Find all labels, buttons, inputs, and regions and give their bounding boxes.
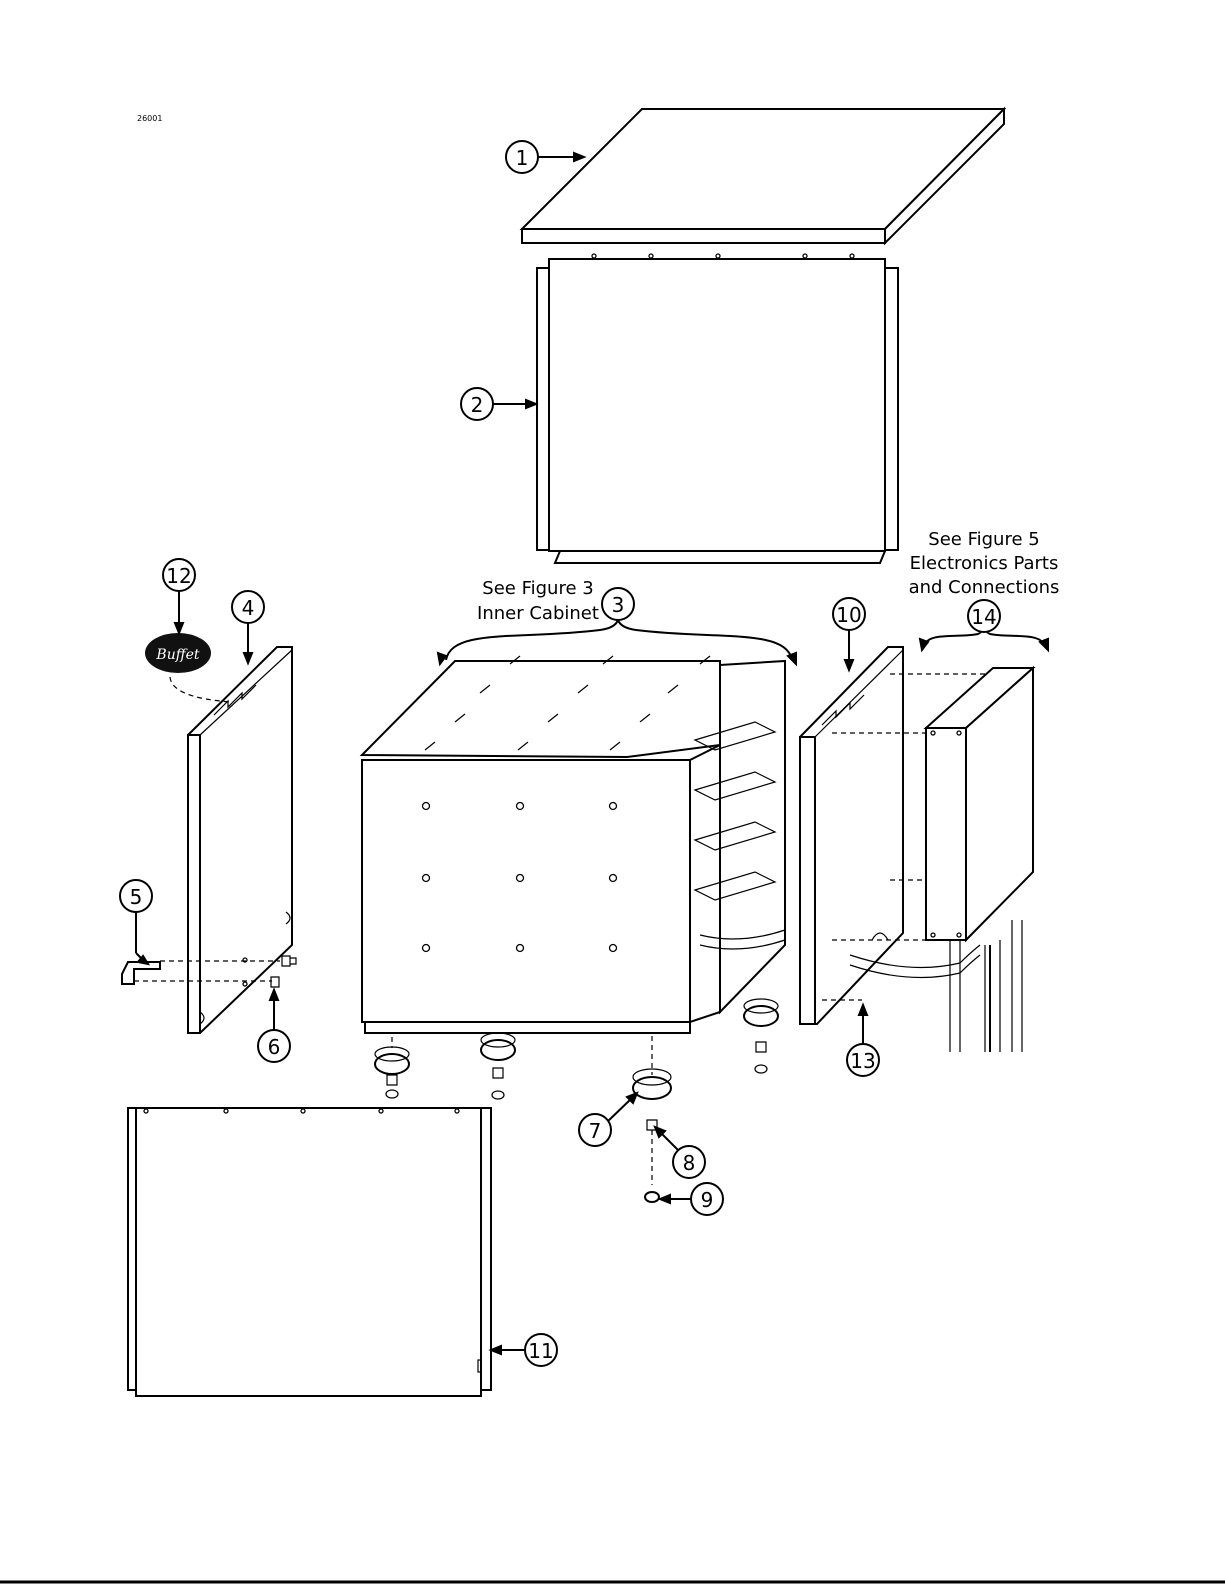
part-4-left-panel <box>188 647 292 1033</box>
callout-5: 5 <box>120 880 152 912</box>
svg-text:6: 6 <box>268 1035 281 1059</box>
svg-text:9: 9 <box>701 1188 714 1212</box>
part-1-top-lid <box>522 109 1004 243</box>
callout-1: 1 <box>506 141 538 173</box>
svg-text:4: 4 <box>242 596 255 620</box>
foot-right <box>744 999 778 1073</box>
svg-text:See Figure 5: See Figure 5 <box>928 529 1039 550</box>
svg-text:2: 2 <box>471 393 484 417</box>
svg-text:10: 10 <box>836 603 861 627</box>
callout-11: 11 <box>525 1334 557 1366</box>
note-electronics: See Figure 5 Electronics Parts and Conne… <box>909 529 1060 598</box>
part-11-front-door <box>128 1108 491 1396</box>
callout-3: 3 <box>602 588 634 620</box>
svg-text:See Figure 3: See Figure 3 <box>482 578 593 599</box>
logo-text: Buffet <box>155 647 200 663</box>
callout-14: 14 <box>968 600 1000 632</box>
foot-left <box>375 1037 409 1098</box>
part-2-back-panel <box>537 254 898 563</box>
callout-2: 2 <box>461 388 493 420</box>
svg-text:12: 12 <box>166 564 191 588</box>
callout-4: 4 <box>232 591 264 623</box>
foot-middle <box>481 1033 515 1099</box>
svg-text:1: 1 <box>516 146 529 170</box>
part-12-logo-badge: Buffet <box>145 633 232 702</box>
part-9-cap <box>645 1192 659 1202</box>
svg-text:and Connections: and Connections <box>909 577 1060 598</box>
svg-text:7: 7 <box>589 1119 602 1143</box>
note-inner-cabinet: See Figure 3 Inner Cabinet <box>477 578 599 624</box>
svg-text:8: 8 <box>683 1151 696 1175</box>
callout-8: 8 <box>673 1146 705 1178</box>
callout-10: 10 <box>833 598 865 630</box>
svg-text:14: 14 <box>971 605 996 629</box>
svg-text:5: 5 <box>130 885 143 909</box>
svg-text:11: 11 <box>528 1339 553 1363</box>
callout-9: 9 <box>691 1183 723 1215</box>
svg-text:13: 13 <box>850 1049 875 1073</box>
callout-13: 13 <box>847 1044 879 1076</box>
callout-6: 6 <box>258 1030 290 1062</box>
inner-cabinet-brace <box>446 620 792 660</box>
svg-text:Inner Cabinet: Inner Cabinet <box>477 603 599 624</box>
svg-text:Electronics Parts: Electronics Parts <box>910 553 1059 574</box>
callout-12: 12 <box>163 559 195 591</box>
callout-7: 7 <box>579 1114 611 1146</box>
figure-code: 26001 <box>137 114 162 123</box>
svg-text:3: 3 <box>612 593 625 617</box>
part-3-inner-cabinet <box>362 656 785 1033</box>
part-7-foot <box>633 1036 671 1099</box>
